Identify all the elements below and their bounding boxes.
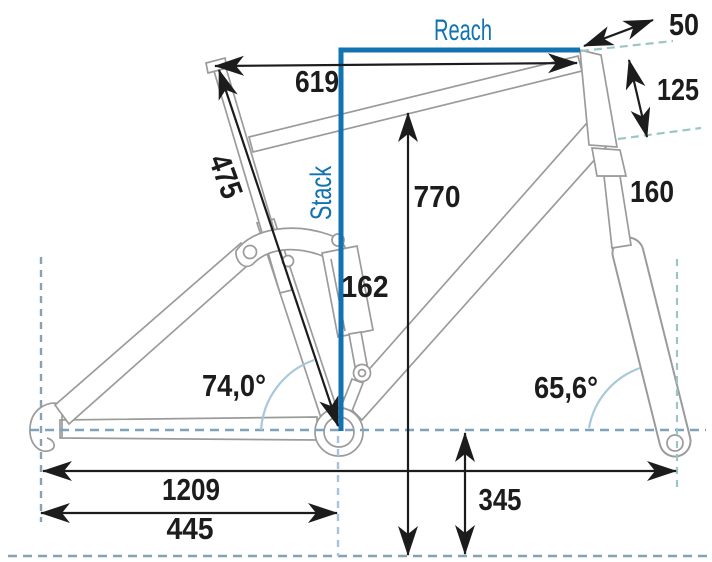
head-tube-bottom-extension [617, 126, 702, 141]
label-fork-travel-160: 160 [630, 174, 674, 209]
dimension-labels: 619 475 770 162 125 50 160 345 1209 445 … [162, 7, 699, 546]
fork-crown [590, 147, 628, 177]
head-angle-arc [587, 366, 641, 429]
dim-stem-50 [583, 18, 654, 48]
fork-lowers [611, 236, 692, 458]
label-stem-50: 50 [669, 7, 699, 42]
shock-lower-eyelet-hole [357, 368, 367, 378]
dim-top-tube-619 [214, 53, 578, 76]
label-top-tube-619: 619 [295, 64, 339, 99]
label-head-angle: 65,6° [534, 370, 598, 405]
label-bb-height-345: 345 [479, 482, 522, 517]
label-standover-770: 770 [414, 179, 461, 214]
dimension-lines [40, 18, 677, 556]
chainstay-tube [59, 416, 318, 441]
label-wheelbase-1209: 1209 [162, 472, 220, 507]
shock-yoke [339, 377, 365, 413]
stack-reach-line [338, 47, 580, 431]
front-axle [666, 434, 684, 452]
dim-head-tube-125 [625, 59, 651, 138]
dim-seat-tube-475 [217, 69, 340, 427]
head-tube [579, 48, 619, 148]
rocker-pivot-left [242, 244, 258, 260]
label-chainstay-445: 445 [167, 511, 214, 546]
label-shock-162: 162 [342, 269, 389, 304]
label-head-tube-125: 125 [657, 72, 699, 107]
fork-stanchion [603, 175, 632, 249]
rear-dropout [29, 402, 63, 452]
label-stack: Stack [305, 165, 338, 220]
label-seat-angle: 74,0° [202, 368, 266, 403]
label-reach: Reach [434, 14, 492, 47]
